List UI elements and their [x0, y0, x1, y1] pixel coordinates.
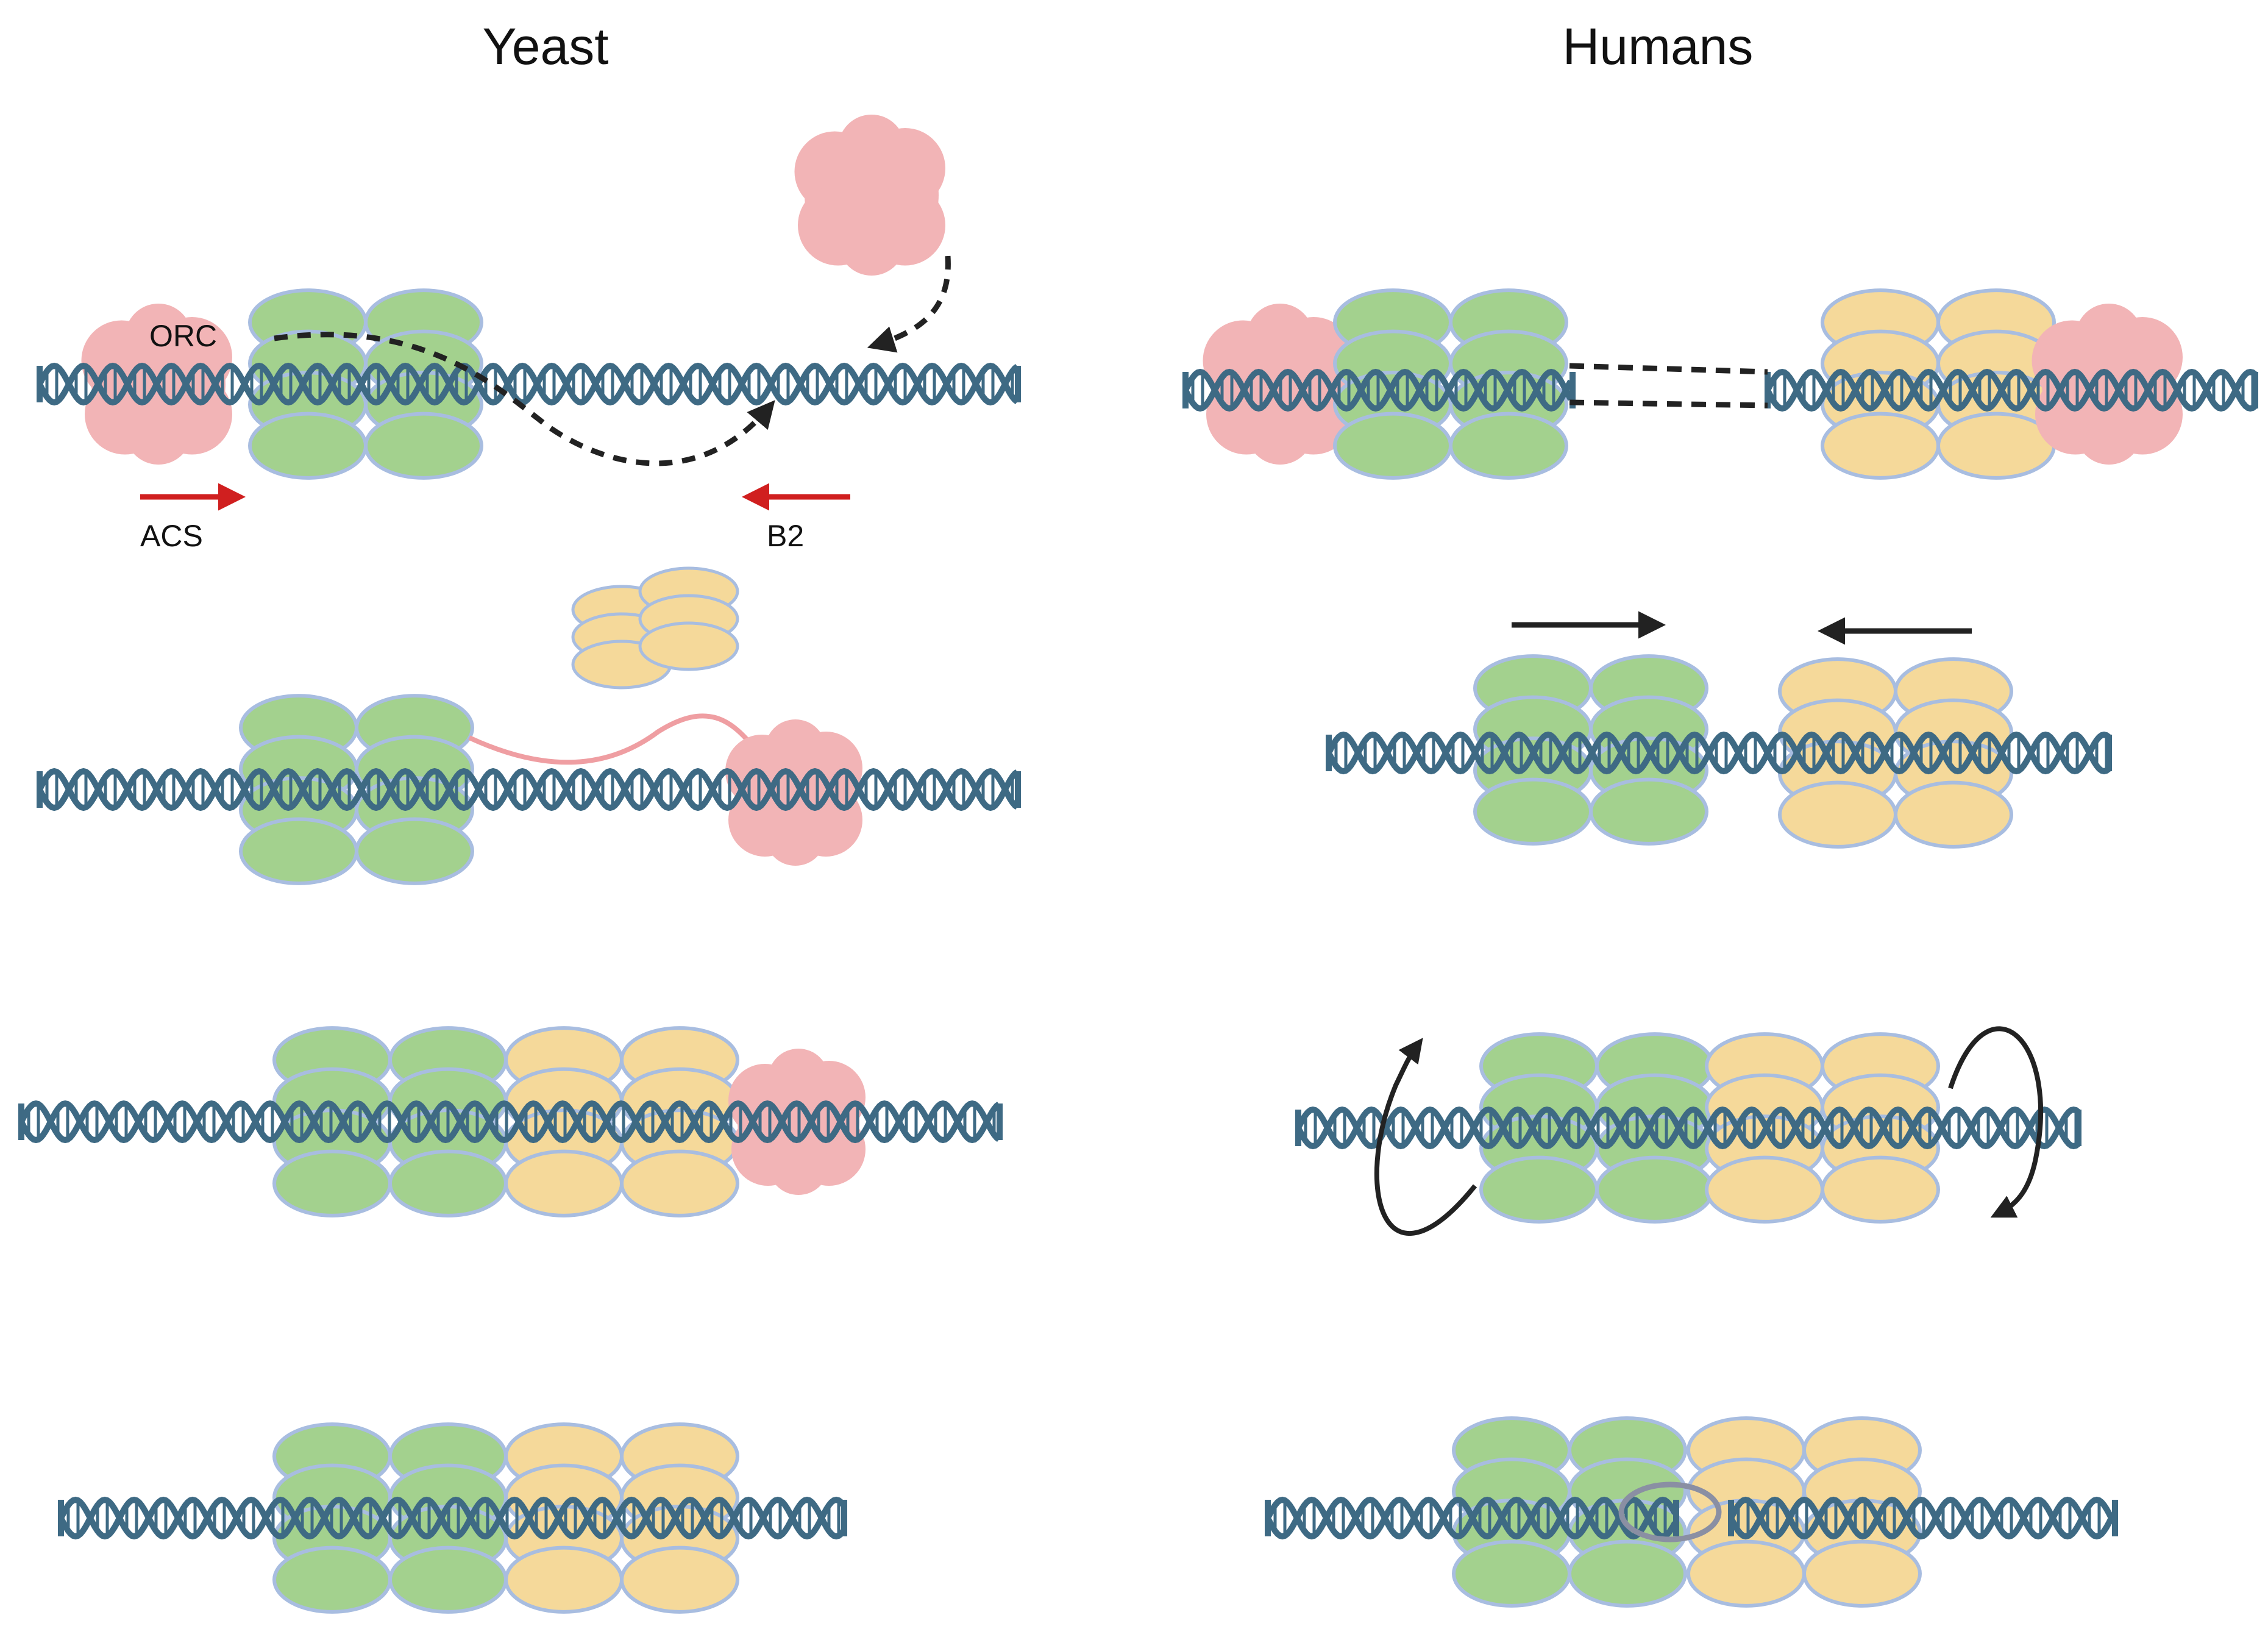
- dna-human-1a: [1182, 368, 1576, 412]
- proteins-back-layer: [81, 115, 2183, 1614]
- mcm-yellow-free: [571, 566, 739, 690]
- yeast-heading: Yeast: [482, 18, 609, 75]
- rotation-left-arrow: [1374, 1038, 1477, 1236]
- orc-label: ORC: [149, 319, 218, 353]
- mcm-double-hexamer-green-b: [364, 288, 483, 480]
- mcm-green-human2-b: [1589, 654, 1708, 846]
- dna-human-2: [1326, 731, 2112, 775]
- dna-yeast-1: [37, 362, 1021, 406]
- orc-tether: [468, 713, 758, 765]
- mcm-green-human2-a: [1473, 654, 1593, 846]
- annotations-layer: [140, 255, 2043, 1542]
- dna-yeast-2: [37, 768, 1021, 811]
- mcm-green-human1-b: [1449, 288, 1568, 480]
- dna-yeast-3: [18, 1100, 1003, 1144]
- humans-heading: Humans: [1562, 18, 1754, 75]
- dna-layer: [18, 362, 2258, 1540]
- dna-yeast-4: [58, 1496, 847, 1540]
- dna-human-4b: [1728, 1496, 2118, 1540]
- mcm-yellow-human2-b: [1894, 657, 2013, 849]
- dna-human-3: [1295, 1106, 2081, 1150]
- dna-human-1b: [1765, 368, 2258, 412]
- acs-label: ACS: [140, 519, 203, 553]
- b2-label: B2: [767, 519, 805, 553]
- dna-human-4a: [1265, 1496, 1679, 1540]
- dna-loop-ring: [1618, 1481, 1722, 1542]
- orc-free-protein: [794, 115, 945, 276]
- mcm-yellow-human4-b: [1802, 1416, 1922, 1608]
- dashed-connector: [1569, 363, 1768, 408]
- rotation-right-arrow: [1948, 1026, 2043, 1218]
- orc-flip-dashed-arrow: [274, 332, 775, 466]
- orc-human-right: [2032, 304, 2183, 465]
- orc-row3: [728, 1049, 866, 1195]
- orc-human-left: [1203, 304, 1354, 465]
